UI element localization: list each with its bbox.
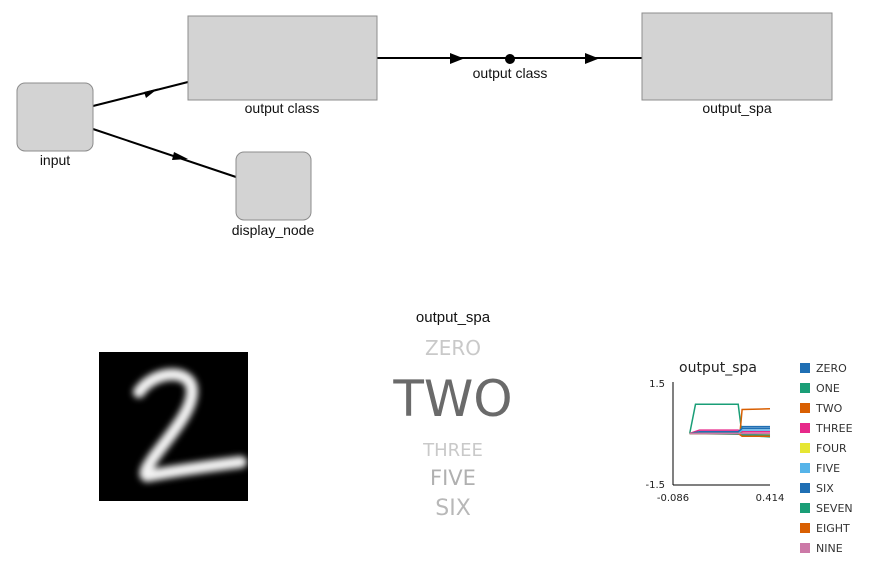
legend-item: FIVE <box>800 461 840 475</box>
legend-swatch <box>800 543 810 553</box>
node-output-class-label: output class <box>245 100 320 116</box>
legend-item: SEVEN <box>800 501 853 515</box>
connection-input-to-output-class[interactable] <box>92 81 189 107</box>
digit-image <box>133 368 247 483</box>
node-output-spa-label: output_spa <box>702 100 771 116</box>
legend-label: SEVEN <box>816 501 853 515</box>
legend-item: ONE <box>800 381 840 395</box>
spa-word-main: TWO <box>393 370 513 428</box>
digit-display[interactable] <box>99 352 248 501</box>
legend-swatch <box>800 403 810 413</box>
y-tick-label: -1.5 <box>645 480 665 491</box>
legend-item: ZERO <box>800 361 847 375</box>
connection-label: output class <box>473 65 548 81</box>
node-input[interactable]: input <box>16 82 94 168</box>
node-display-node-label: display_node <box>232 222 315 238</box>
plot-title: output_spa <box>679 360 757 376</box>
connection-output-class-to-output-spa[interactable] <box>377 53 642 64</box>
series-line-six <box>689 427 770 435</box>
legend-label: ONE <box>816 381 840 395</box>
legend-label: THREE <box>816 421 853 435</box>
output-spa-plot[interactable]: output_spa 1.5 -1.5 -0.086 0.414 <box>640 355 790 505</box>
spa-cloud-title: output_spa <box>415 309 491 326</box>
connection-probe-dot[interactable] <box>505 54 515 64</box>
legend-swatch <box>800 443 810 453</box>
legend-swatch <box>800 423 810 433</box>
legend-swatch <box>800 523 810 533</box>
legend-item: EIGHT <box>800 521 850 535</box>
legend-label: FIVE <box>816 461 841 475</box>
spa-cloud[interactable]: ZERO TWO THREE FIVE SIX <box>300 330 610 530</box>
series-line-three <box>689 429 770 435</box>
legend-label: NINE <box>816 541 843 555</box>
spa-word: ZERO <box>425 336 481 360</box>
connection-input-to-display-node[interactable] <box>92 128 237 178</box>
node-input-label: input <box>40 152 70 168</box>
legend-swatch <box>800 483 810 493</box>
node-display-node[interactable]: display_node <box>232 151 315 238</box>
spa-word: FIVE <box>430 466 476 490</box>
plot-series-group <box>688 403 771 438</box>
legend-label: TWO <box>816 401 843 415</box>
legend-item: SIX <box>800 481 834 495</box>
legend-item: FOUR <box>800 441 847 455</box>
spa-word: THREE <box>423 440 483 461</box>
legend-item: THREE <box>800 421 853 435</box>
x-tick-label: 0.414 <box>756 493 785 504</box>
legend-swatch <box>800 363 810 373</box>
x-tick-label: -0.086 <box>657 493 689 504</box>
legend-label: EIGHT <box>816 521 850 535</box>
y-tick-label: 1.5 <box>649 379 665 390</box>
spa-word: SIX <box>435 496 471 521</box>
legend-swatch <box>800 383 810 393</box>
legend-swatch <box>800 463 810 473</box>
legend-label: SIX <box>816 481 834 495</box>
network-graph: output class input output class display_… <box>16 12 833 238</box>
legend-item: TWO <box>800 401 842 415</box>
legend-swatch <box>800 503 810 513</box>
node-output-spa[interactable]: output_spa <box>641 12 833 116</box>
legend-label: ZERO <box>816 361 847 375</box>
node-output-class[interactable]: output class <box>187 15 378 116</box>
legend-item: NINE <box>800 541 843 555</box>
legend-label: FOUR <box>816 441 847 455</box>
